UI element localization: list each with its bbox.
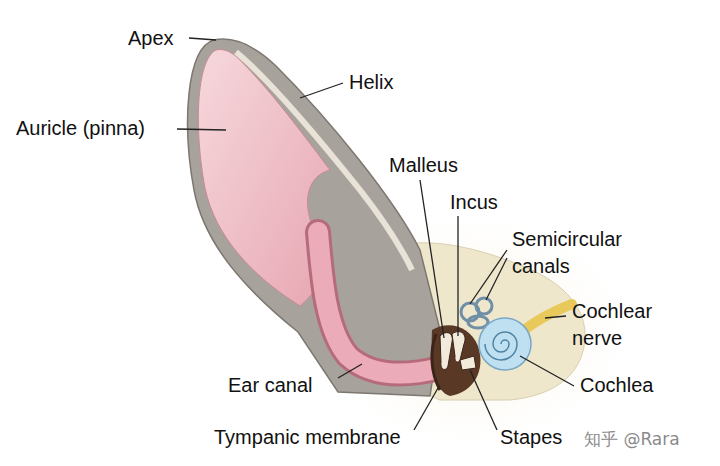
nerve-label: Cochlear nerve	[572, 298, 682, 352]
cochlear-nerve	[522, 304, 572, 332]
malleus-bone	[440, 333, 452, 370]
auricle-label: Auricle (pinna)	[16, 115, 145, 142]
incus-label: Incus	[450, 189, 498, 216]
tympanic-label: Tympanic membrane	[214, 424, 401, 451]
stapes-bone	[460, 356, 476, 370]
ear-canal	[318, 232, 440, 374]
apex-label: Apex	[128, 25, 174, 52]
ear-canal-wall	[318, 232, 440, 374]
pinna-outer	[188, 39, 440, 396]
tympanic-membrane	[432, 334, 440, 390]
watermark: 知乎 @Rara	[584, 426, 680, 453]
semicircular-label: Semicircular canals	[512, 226, 652, 280]
cochlea	[479, 318, 531, 370]
canal-label: Ear canal	[228, 372, 313, 399]
helix-label: Helix	[349, 69, 393, 96]
cochlea-label: Cochlea	[580, 372, 653, 399]
cochlea-spiral	[485, 332, 517, 360]
incus-bone	[452, 332, 465, 362]
middle-ear	[432, 325, 481, 396]
stapes-label: Stapes	[500, 424, 562, 451]
malleus-label: Malleus	[389, 152, 458, 179]
semicircular-canals	[461, 298, 492, 328]
